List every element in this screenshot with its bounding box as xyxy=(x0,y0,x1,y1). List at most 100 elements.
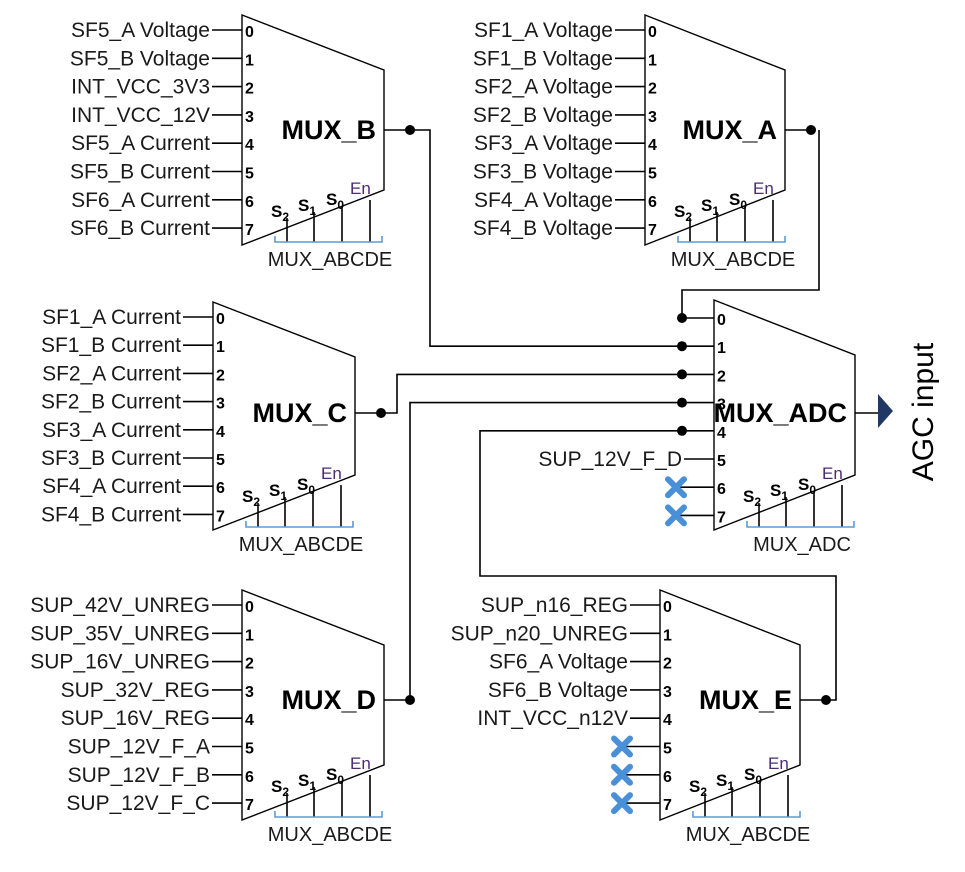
enable-pin-label: En xyxy=(768,754,789,773)
input-label: SUP_12V_F_A xyxy=(68,736,210,759)
input-label: SUP_12V_F_C xyxy=(66,792,210,815)
mux-body xyxy=(241,13,385,247)
input-label: SUP_35V_UNREG xyxy=(30,622,210,645)
pin-number: 1 xyxy=(245,627,254,644)
mux-adc-block: MUX_ADC012345SUP_12V_F_D67S2S1S0EnMUX_AD… xyxy=(538,298,880,556)
input-label: SF4_B Current xyxy=(41,503,181,526)
mux-title: MUX_B xyxy=(281,115,376,145)
select-bus-label: MUX_ABCDE xyxy=(268,824,392,846)
mux-body xyxy=(212,300,356,532)
pin-number: 6 xyxy=(216,480,225,497)
pin-number: 4 xyxy=(216,424,225,441)
mux-title: MUX_A xyxy=(682,115,777,145)
input-label: SF1_B Current xyxy=(41,334,181,357)
input-label: SUP_32V_REG xyxy=(61,679,210,702)
input-label: SUP_n16_REG xyxy=(481,594,628,617)
junction-dot xyxy=(405,125,415,135)
input-label: SF2_A Voltage xyxy=(474,76,613,99)
pin-number: 6 xyxy=(717,481,726,498)
input-label: SF1_B Voltage xyxy=(473,47,613,70)
mux-title: MUX_C xyxy=(252,398,347,428)
pin-number: 4 xyxy=(245,712,254,729)
enable-pin-label: En xyxy=(350,179,371,198)
select-bus-bracket xyxy=(746,521,855,528)
input-label: SUP_12V_F_D xyxy=(538,448,682,471)
junction-dot xyxy=(806,125,816,135)
select-bus-bracket xyxy=(245,521,354,528)
input-label: SF4_A Current xyxy=(42,475,181,498)
input-label: SUP_42V_UNREG xyxy=(30,594,210,617)
no-connect-icon xyxy=(611,735,633,758)
pin-number: 2 xyxy=(717,368,726,385)
output-section: AGC input xyxy=(878,342,940,481)
input-label: SF1_A Voltage xyxy=(474,19,613,42)
enable-pin-label: En xyxy=(350,754,371,773)
pin-number: 0 xyxy=(216,311,225,328)
pin-number: 4 xyxy=(245,137,254,154)
no-connect-icon xyxy=(665,476,687,499)
input-label: SF6_B Voltage xyxy=(488,679,628,702)
pin-number: 5 xyxy=(245,166,254,183)
pin-number: 2 xyxy=(216,367,225,384)
pin-number: 6 xyxy=(648,194,657,211)
input-label: INT_VCC_3V3 xyxy=(71,76,210,99)
pin-number: 5 xyxy=(663,741,672,758)
input-label: SF3_B Current xyxy=(41,447,181,470)
pin-number: 1 xyxy=(245,52,254,69)
select-bus-label: MUX_ADC xyxy=(753,534,851,556)
input-label: SF2_B Voltage xyxy=(473,104,613,127)
select-bus-label: MUX_ABCDE xyxy=(268,249,392,271)
input-label: SF2_B Current xyxy=(41,391,181,414)
pin-number: 1 xyxy=(663,627,672,644)
input-label: SF6_A Voltage xyxy=(489,651,628,674)
input-label: SF6_B Current xyxy=(70,217,210,240)
pin-number: 0 xyxy=(648,24,657,41)
pin-number: 0 xyxy=(663,599,672,616)
junction-dot xyxy=(376,408,386,418)
pin-number: 7 xyxy=(245,222,254,239)
pin-number: 3 xyxy=(663,684,672,701)
mux-d-block: MUX_D0SUP_42V_UNREG1SUP_35V_UNREG2SUP_16… xyxy=(30,588,415,846)
pin-number: 2 xyxy=(245,656,254,673)
pin-number: 6 xyxy=(245,769,254,786)
pin-number: 3 xyxy=(648,109,657,126)
wire-mux-a-to-adc-0 xyxy=(681,130,820,318)
enable-pin-label: En xyxy=(753,179,774,198)
select-bus-bracket xyxy=(692,811,801,818)
enable-pin-label: En xyxy=(822,464,843,483)
pin-number: 7 xyxy=(245,797,254,814)
pin-number: 3 xyxy=(216,396,225,413)
mux-body xyxy=(713,298,856,532)
mux-body xyxy=(659,588,801,822)
mux-title: MUX_E xyxy=(699,685,792,715)
pin-number: 5 xyxy=(245,741,254,758)
mux-title: MUX_ADC xyxy=(713,398,847,428)
input-label: SF5_B Voltage xyxy=(70,47,210,70)
input-label: SF4_A Voltage xyxy=(474,189,613,212)
mux-body xyxy=(644,13,786,247)
input-label: SF5_B Current xyxy=(70,161,210,184)
junction-dot xyxy=(405,695,415,705)
input-label: INT_VCC_n12V xyxy=(477,707,628,730)
input-label: SUP_16V_REG xyxy=(61,707,210,730)
pin-number: 5 xyxy=(648,166,657,183)
pin-number: 6 xyxy=(663,769,672,786)
no-connect-icon xyxy=(611,763,633,786)
wire-mux-e-to-adc-4 xyxy=(479,430,837,701)
pin-number: 7 xyxy=(648,222,657,239)
pin-number: 7 xyxy=(663,797,672,814)
junction-dot xyxy=(821,695,831,705)
enable-pin-label: En xyxy=(321,464,342,483)
input-label: SF1_A Current xyxy=(42,306,181,329)
select-bus-bracket xyxy=(274,236,383,243)
wire-mux-c-to-adc-2 xyxy=(381,373,682,414)
pin-number: 3 xyxy=(717,397,726,414)
input-label: SF2_A Current xyxy=(42,362,181,385)
input-label: SF3_A Voltage xyxy=(474,132,613,155)
